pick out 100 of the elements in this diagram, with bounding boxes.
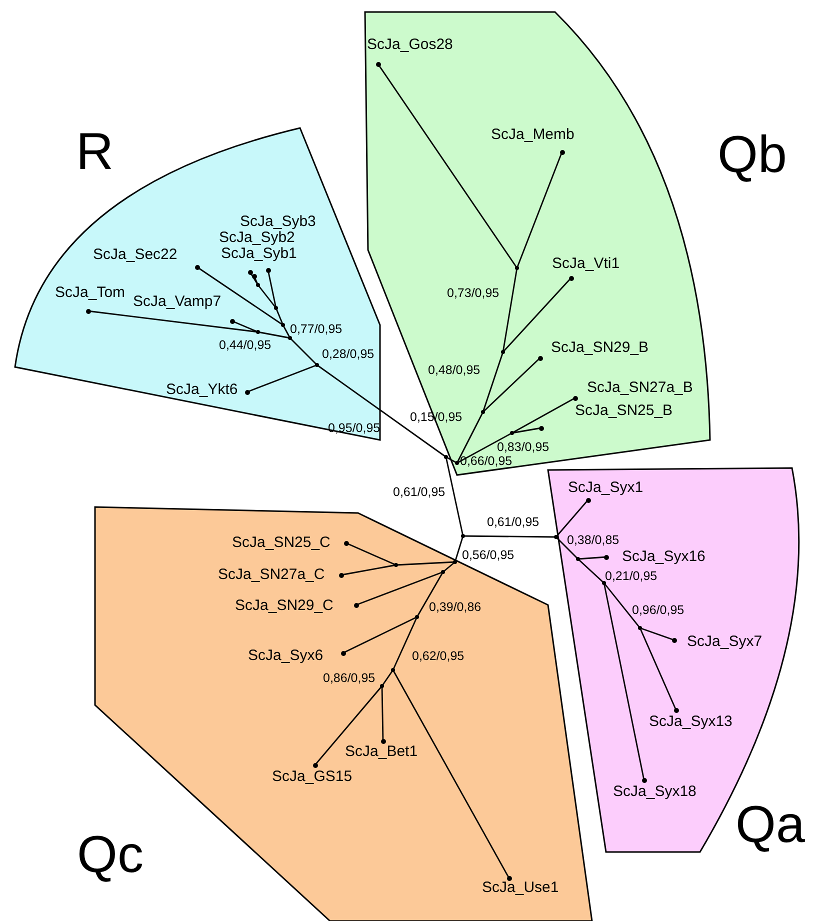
support-value: 0,86/0,95 — [323, 671, 376, 686]
tree-branch — [290, 338, 318, 366]
taxon-label: ScJa_Gos28 — [367, 36, 453, 54]
taxon-label: ScJa_SN27a_C — [218, 566, 325, 584]
tree-branch — [396, 561, 456, 566]
support-value: 0,38/0,85 — [567, 533, 620, 548]
branch-point — [415, 615, 419, 619]
taxon-label: ScJa_Syx1 — [568, 479, 644, 497]
tree-branch — [482, 358, 540, 412]
tree-branch — [512, 397, 576, 434]
branch-point — [256, 283, 260, 287]
tree-branch — [603, 582, 645, 780]
tree-branch — [282, 324, 291, 338]
clade-letter: Qc — [77, 825, 144, 885]
tree-branch — [578, 558, 604, 584]
tree-branch — [555, 500, 589, 538]
support-value: 0,95/0,95 — [328, 421, 380, 436]
branch-point — [455, 461, 459, 465]
support-value: 0,66/0,95 — [460, 454, 512, 469]
branch-point — [380, 684, 384, 688]
tree-branch — [316, 364, 446, 458]
tree-branch — [516, 152, 563, 268]
branch-point — [515, 266, 519, 270]
clade-letter: Qa — [736, 795, 805, 855]
support-value: 0,21/0,95 — [605, 569, 658, 584]
taxon-label: ScJa_SN25_B — [575, 402, 673, 420]
support-value: 0,44/0,95 — [219, 338, 272, 353]
taxon-label: ScJa_SN29_B — [551, 339, 649, 357]
taxon-label: ScJa_SN29_C — [235, 597, 334, 615]
taxon-label: ScJa_SN27a_B — [587, 379, 693, 397]
tree-branch — [442, 561, 456, 573]
branch-point — [391, 668, 395, 672]
branch-point — [576, 557, 580, 561]
branch-point — [510, 431, 514, 435]
taxon-label: ScJa_Syb1 — [221, 245, 297, 263]
branch-point — [444, 455, 448, 459]
taxon-label: ScJa_Syx16 — [622, 548, 706, 566]
tree-branch — [512, 427, 542, 434]
branch-point — [281, 323, 285, 327]
branch-point — [274, 306, 278, 310]
tree-branch — [463, 535, 556, 538]
tree-branch — [377, 64, 518, 268]
tree-branch — [257, 284, 277, 308]
support-value: 0,62/0,95 — [412, 649, 464, 664]
tree-branch — [249, 272, 259, 286]
tree-branch — [639, 628, 677, 710]
tree-branch — [196, 266, 284, 326]
branch-point — [461, 534, 465, 538]
taxon-label: ScJa_Syb3 — [240, 213, 316, 231]
branch-point — [315, 363, 319, 367]
tree-branch — [640, 627, 674, 641]
taxon-label: ScJa_Memb — [491, 126, 574, 144]
support-value: 0,73/0,95 — [447, 286, 500, 301]
tree-branch — [456, 432, 512, 464]
tree-branch — [342, 616, 418, 654]
tree-branch — [454, 536, 464, 562]
taxon-label: ScJa_Syx18 — [613, 783, 696, 801]
tree-branch — [416, 572, 444, 618]
tree-branch — [578, 556, 606, 560]
branch-point — [394, 563, 398, 567]
branch-point — [256, 330, 260, 334]
support-value: 0,48/0,95 — [428, 363, 480, 378]
taxon-label: ScJa_Vamp7 — [133, 293, 222, 311]
branch-point — [638, 626, 642, 630]
tree-branch — [381, 686, 384, 742]
clade-letter: Qb — [718, 125, 787, 185]
taxon-label: ScJa_Bet1 — [345, 743, 418, 761]
tree-branch — [246, 364, 318, 393]
support-value: 0,77/0,95 — [290, 322, 342, 337]
tree-branch — [392, 616, 418, 670]
tree-branch — [381, 670, 394, 686]
branch-point — [501, 350, 505, 354]
taxon-label: ScJa_Syx7 — [687, 633, 762, 651]
tree-branch — [314, 686, 383, 766]
tree-branch — [482, 352, 504, 412]
taxon-label: ScJa_GS15 — [272, 768, 352, 786]
branch-point — [441, 570, 445, 574]
taxon-label: ScJa_Vti1 — [552, 255, 620, 273]
tree-branch — [446, 456, 458, 464]
branch-point — [481, 410, 485, 414]
taxon-label: ScJa_Syx13 — [649, 713, 732, 731]
support-value: 0,83/0,95 — [497, 440, 550, 455]
taxon-label: ScJa_SN25_C — [232, 534, 330, 552]
support-value: 0,61/0,95 — [393, 485, 446, 500]
taxon-label: ScJa_Use1 — [482, 879, 559, 897]
support-value: 0,61/0,95 — [487, 515, 540, 530]
taxon-label: ScJa_Tom — [55, 284, 126, 302]
taxon-label: ScJa_Sec22 — [93, 246, 178, 264]
tree-branch — [556, 536, 578, 560]
branch-point — [602, 581, 606, 585]
branch-point — [453, 560, 457, 564]
support-value: 0,56/0,95 — [462, 548, 514, 563]
tree-branch — [392, 670, 510, 878]
branch-point — [554, 535, 558, 539]
tree-branch — [258, 331, 290, 339]
tree-branch — [445, 456, 464, 536]
taxon-label: ScJa_Ykt6 — [166, 381, 238, 399]
taxon-label: ScJa_Syb2 — [219, 229, 295, 247]
tree-branch — [456, 412, 484, 464]
clade-letter: R — [76, 122, 114, 182]
